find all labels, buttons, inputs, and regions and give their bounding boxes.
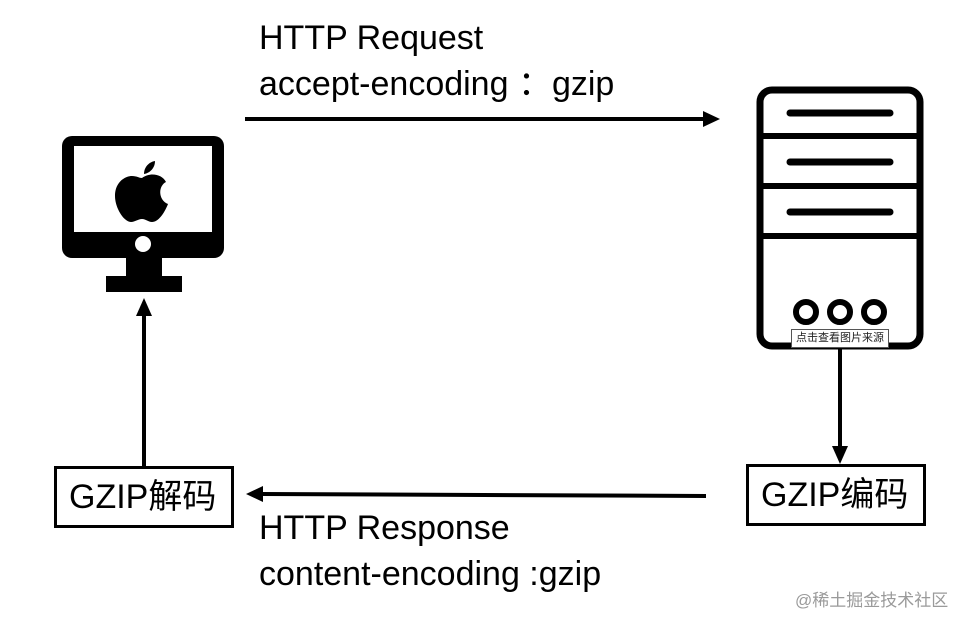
response-arrow	[246, 486, 707, 502]
image-source-caption[interactable]: 点击查看图片来源	[791, 329, 889, 348]
gzip-encode-label: GZIP编码	[761, 476, 909, 514]
decode-to-client-arrow	[136, 298, 152, 466]
gzip-encode-box: GZIP编码	[746, 464, 926, 526]
server-icon	[756, 86, 924, 350]
response-header: content-encoding :gzip	[259, 555, 602, 593]
response-title: HTTP Response	[259, 509, 510, 547]
request-arrow	[245, 111, 720, 127]
watermark: @稀土掘金技术社区	[795, 591, 949, 610]
request-title: HTTP Request	[259, 19, 484, 57]
request-header: accept-encoding ：gzip	[259, 65, 615, 103]
computer-icon	[62, 136, 224, 292]
server-to-encode-arrow	[832, 348, 848, 464]
gzip-decode-box: GZIP解码	[54, 466, 234, 528]
gzip-decode-label: GZIP解码	[69, 478, 217, 516]
apple-logo-icon	[115, 161, 168, 222]
